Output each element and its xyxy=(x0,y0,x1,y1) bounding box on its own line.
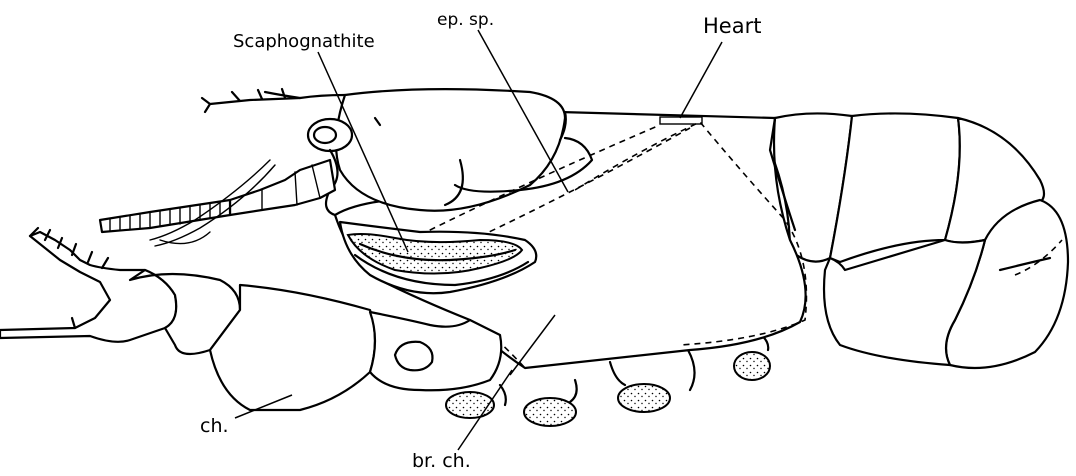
label-heart: Heart xyxy=(703,14,761,38)
label-ch: ch. xyxy=(200,415,229,437)
claw-joint-hook xyxy=(395,342,433,371)
abdomen xyxy=(770,113,1068,368)
leg-5-tip xyxy=(734,352,770,380)
claw-tip-mark xyxy=(72,318,75,328)
claw-propodus xyxy=(0,232,176,342)
label-br-ch: br. ch. xyxy=(412,450,471,472)
antennule xyxy=(202,89,345,112)
leg-4-tip xyxy=(618,384,670,412)
leg-2-joint xyxy=(500,385,506,405)
abdomen-segment-2 xyxy=(830,113,960,262)
leg-4-base xyxy=(610,362,625,385)
leg-2-tip xyxy=(446,392,494,418)
label-scaphognathite: Scaphognathite xyxy=(233,31,375,52)
eye-inner xyxy=(314,127,336,143)
leg-4-joint xyxy=(688,350,695,390)
label-ep-sp: ep. sp. xyxy=(437,10,494,30)
heart-leader xyxy=(680,42,722,118)
leg-3-tip xyxy=(524,398,576,426)
leg-3-joint xyxy=(570,380,577,402)
antennae xyxy=(100,89,345,246)
antenna-base-segments xyxy=(230,160,335,215)
